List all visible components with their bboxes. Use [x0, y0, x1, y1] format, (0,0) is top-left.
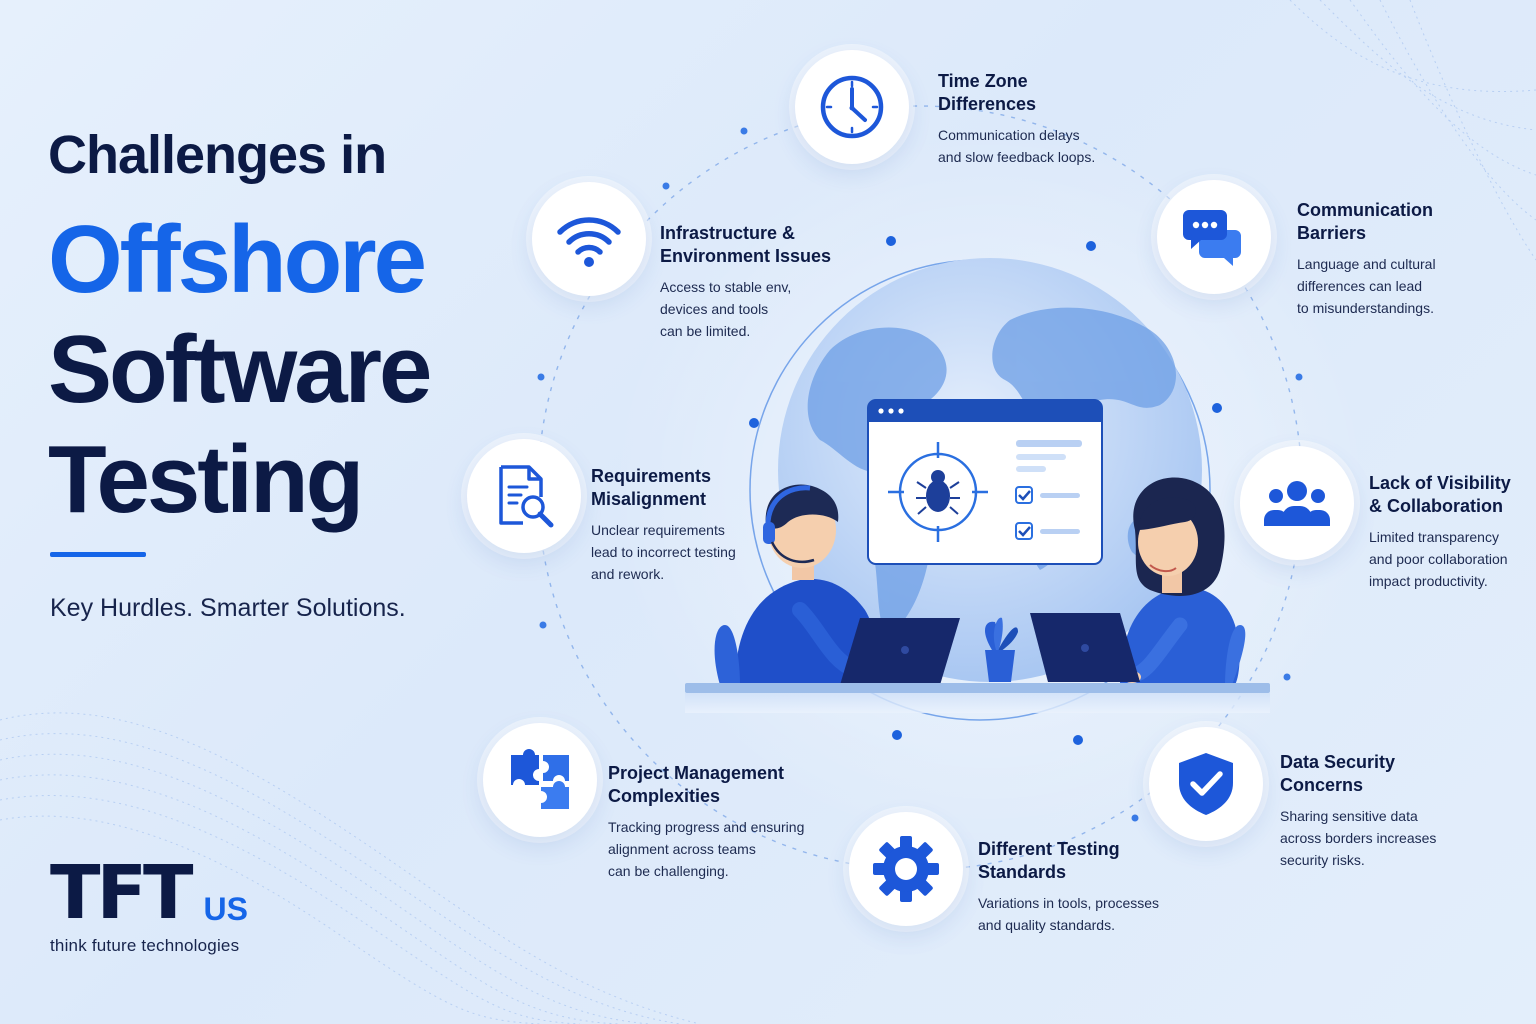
- visibility-icon-badge: [1240, 446, 1354, 560]
- challenge-title: Time Zone Differences: [938, 71, 1037, 114]
- company-logo: TFT US think future technologies: [50, 856, 248, 956]
- logo-subtitle: think future technologies: [50, 936, 240, 955]
- document-search-icon: [499, 465, 554, 528]
- challenge-project-management: Project Management Complexities Tracking…: [608, 762, 804, 882]
- challenge-title: Different Testing Standards: [978, 839, 1120, 882]
- challenge-title: Communication Barriers: [1297, 200, 1434, 243]
- challenge-description: Access to stable env, devices and tools …: [660, 279, 792, 339]
- challenge-title: Requirements Misalignment: [591, 466, 712, 509]
- challenge-visibility: Lack of Visibility & Collaboration Limit…: [1369, 472, 1511, 592]
- challenge-description: Language and cultural differences can le…: [1297, 256, 1436, 316]
- infrastructure-icon-badge: [532, 182, 646, 296]
- challenge-title: Lack of Visibility & Collaboration: [1369, 473, 1511, 516]
- female-tester-figure: [1120, 477, 1246, 685]
- puzzle-icon: [511, 749, 569, 809]
- challenge-requirements: Requirements Misalignment Unclear requir…: [591, 465, 736, 585]
- challenge-description: Communication delays and slow feedback l…: [938, 127, 1096, 165]
- title-line-1: Challenges in: [48, 125, 387, 185]
- title-line-2: Offshore: [48, 206, 427, 313]
- challenge-communication: Communication Barriers Language and cult…: [1297, 199, 1436, 319]
- testing-standards-icon-badge: [849, 812, 963, 926]
- challenge-description: Sharing sensitive data across borders in…: [1280, 808, 1437, 868]
- project-management-icon-badge: [483, 723, 597, 837]
- requirements-icon-badge: [467, 439, 581, 553]
- gear-icon: [873, 836, 939, 902]
- laptop-left: [840, 618, 960, 685]
- communication-icon-badge: [1157, 180, 1271, 294]
- time-zone-icon-badge: [795, 50, 909, 164]
- wifi-icon: [557, 217, 621, 267]
- challenge-infrastructure: Infrastructure & Environment Issues Acce…: [660, 222, 831, 342]
- desk: [685, 683, 1270, 693]
- potted-plant: [984, 617, 1018, 682]
- title-line-4: Testing: [48, 426, 364, 533]
- challenge-title: Data Security Concerns: [1280, 752, 1396, 795]
- challenge-description: Unclear requirements lead to incorrect t…: [591, 522, 736, 582]
- title-underline: [50, 552, 146, 557]
- bug-monitor: [867, 399, 1103, 565]
- data-security-icon-badge: [1149, 727, 1263, 841]
- team-icon: [1264, 481, 1330, 526]
- central-illustration: [685, 236, 1270, 745]
- challenge-time-zone: Time Zone Differences Communication dela…: [938, 70, 1095, 168]
- logo-mark: TFT US: [50, 856, 248, 930]
- clock-icon: [820, 75, 884, 139]
- logo-wordmark: TFT: [50, 850, 194, 936]
- challenge-title: Infrastructure & Environment Issues: [660, 223, 832, 266]
- challenge-description: Variations in tools, processes and quali…: [978, 895, 1160, 933]
- challenge-description: Limited transparency and poor collaborat…: [1369, 529, 1508, 589]
- tagline: Key Hurdles. Smarter Solutions.: [50, 594, 406, 622]
- logo-suffix: US: [203, 891, 248, 927]
- challenge-title: Project Management Complexities: [608, 763, 785, 806]
- shield-check-icon: [1179, 753, 1233, 815]
- challenge-description: Tracking progress and ensuring alignment…: [608, 819, 805, 879]
- chat-bubbles-icon: [1183, 210, 1241, 266]
- challenge-data-security: Data Security Concerns Sharing sensitive…: [1280, 751, 1436, 871]
- title-line-3: Software: [48, 316, 432, 423]
- challenge-testing-standards: Different Testing Standards Variations i…: [978, 838, 1159, 936]
